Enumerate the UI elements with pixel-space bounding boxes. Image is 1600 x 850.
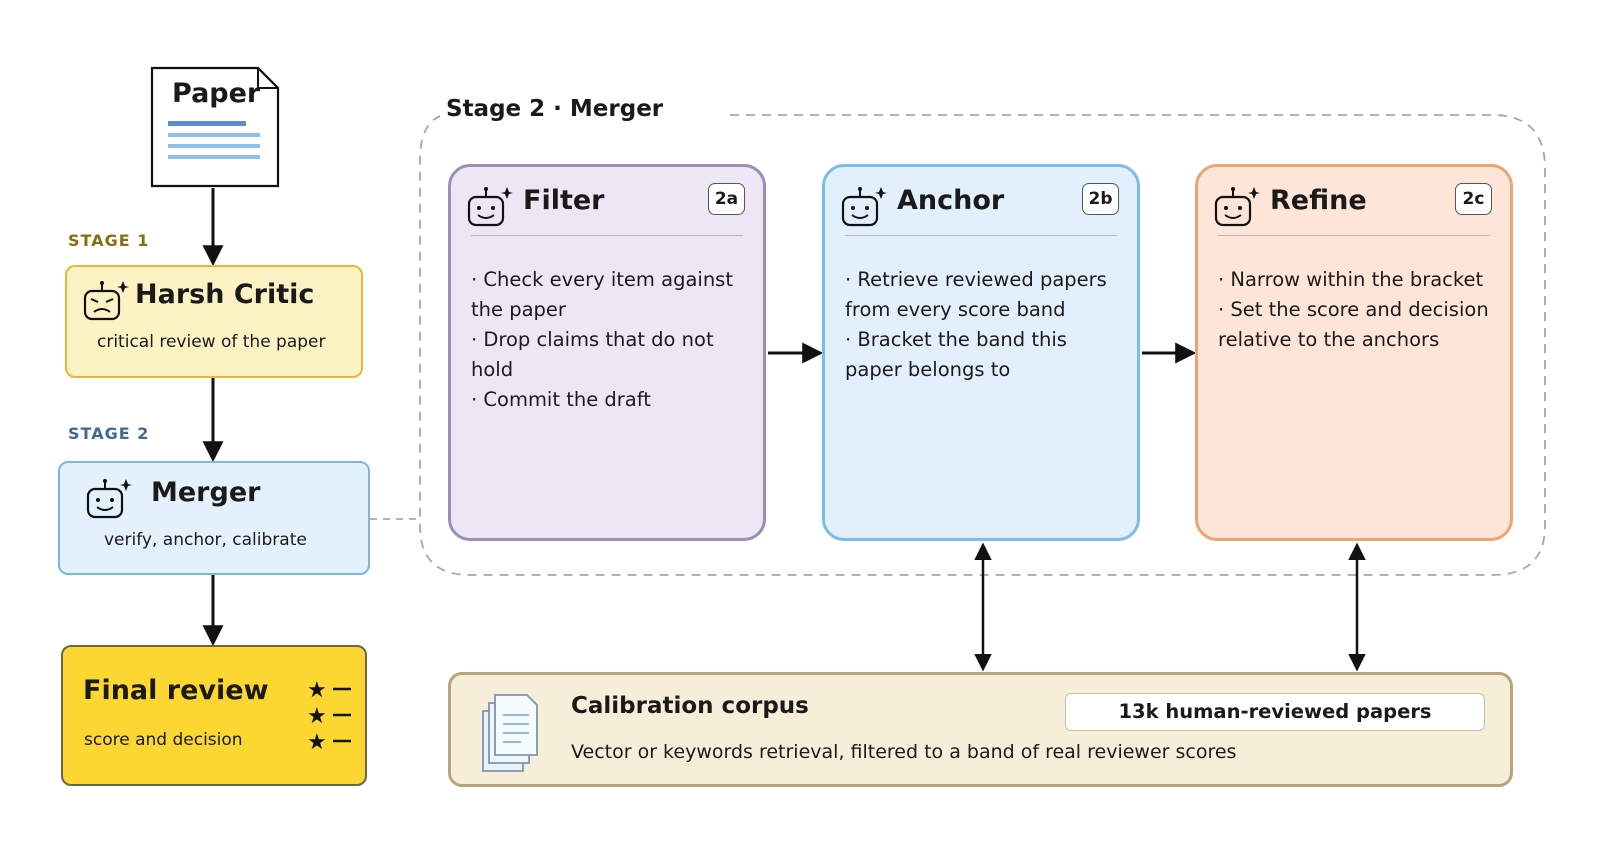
svg-text:★: ★: [307, 678, 327, 703]
paper-label: Paper: [172, 78, 261, 109]
merger-subtitle: verify, anchor, calibrate: [104, 530, 307, 550]
svg-text:★: ★: [307, 730, 327, 755]
angry-robot-icon: [83, 281, 129, 321]
harsh-critic-title: Harsh Critic: [135, 279, 315, 310]
star-list-icon: ★ ★ ★: [307, 678, 351, 755]
card-filter-title: Filter: [523, 185, 605, 216]
card-refine-title: Refine: [1270, 185, 1367, 216]
final-review-title: Final review: [83, 675, 269, 706]
stage2-container-outline: [419, 114, 1546, 576]
stage2-container-title: Stage 2 · Merger: [446, 96, 664, 122]
paper-document: Paper: [150, 66, 280, 188]
card-anchor-body: · Retrieve reviewed papers from every sc…: [845, 265, 1127, 385]
card-filter-bullet: · Commit the draft: [471, 388, 651, 411]
calibration-corpus-box: Calibration corpus 13k human-reviewed pa…: [448, 672, 1513, 787]
final-review-subtitle: score and decision: [84, 730, 243, 750]
stage1-label: STAGE 1: [68, 231, 150, 250]
card-filter-bullet: · Drop claims that do not hold: [471, 328, 714, 381]
robot-icon: [1214, 187, 1260, 227]
card-refine: Refine 2c · Narrow within the bracket · …: [1195, 164, 1513, 541]
stage2-label: STAGE 2: [68, 424, 150, 443]
card-anchor-bullet: · Bracket the band this paper belongs to: [845, 328, 1067, 381]
documents-icon: [482, 694, 538, 772]
corpus-size-badge: 13k human-reviewed papers: [1065, 693, 1485, 731]
merger-title: Merger: [151, 477, 261, 508]
card-filter: Filter 2a · Check every item against the…: [448, 164, 766, 541]
card-divider: [1218, 235, 1490, 236]
final-review-box: Final review score and decision ★ ★ ★: [61, 645, 367, 786]
svg-text:★: ★: [307, 704, 327, 729]
card-filter-badge: 2a: [708, 183, 745, 215]
harsh-critic-subtitle: critical review of the paper: [97, 332, 326, 352]
calibration-corpus-description: Vector or keywords retrieval, filtered t…: [571, 741, 1237, 763]
card-divider: [845, 235, 1117, 236]
paper-document-icon: [150, 66, 280, 188]
card-anchor-title: Anchor: [897, 185, 1005, 216]
calibration-corpus-title: Calibration corpus: [571, 693, 809, 719]
card-refine-badge: 2c: [1455, 183, 1492, 215]
robot-icon: [86, 479, 132, 519]
merger-box: Merger verify, anchor, calibrate: [58, 461, 370, 575]
card-anchor-badge: 2b: [1082, 183, 1119, 215]
robot-icon: [467, 187, 513, 227]
card-filter-body: · Check every item against the paper · D…: [471, 265, 753, 415]
harsh-critic-box: Harsh Critic critical review of the pape…: [65, 265, 363, 378]
robot-icon: [841, 187, 887, 227]
card-filter-bullet: · Check every item against the paper: [471, 268, 733, 321]
card-anchor-bullet: · Retrieve reviewed papers from every sc…: [845, 268, 1107, 321]
card-refine-body: · Narrow within the bracket · Set the sc…: [1218, 265, 1500, 355]
card-refine-bullet: · Set the score and decision relative to…: [1218, 298, 1489, 351]
card-divider: [471, 235, 743, 236]
card-refine-bullet: · Narrow within the bracket: [1218, 268, 1484, 291]
card-anchor: Anchor 2b · Retrieve reviewed papers fro…: [822, 164, 1140, 541]
